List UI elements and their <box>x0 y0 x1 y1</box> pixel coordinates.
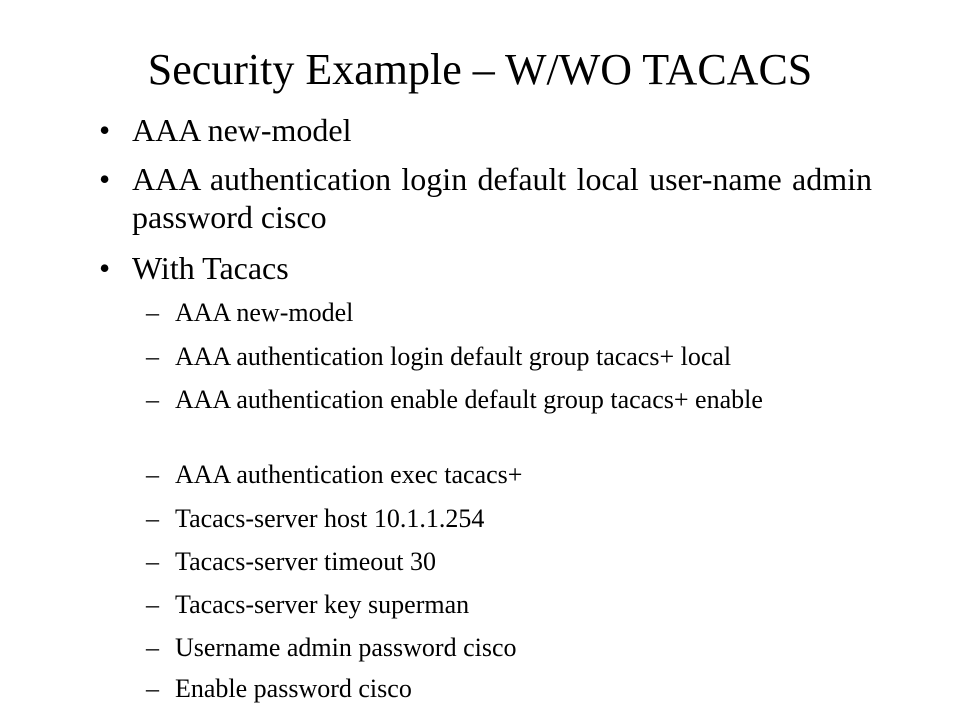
dash-icon: – <box>146 504 159 533</box>
sub-bullet-text: Tacacs-server host 10.1.1.254 <box>175 504 485 533</box>
sub-bullet-text: AAA authentication login default group t… <box>175 342 732 371</box>
dash-icon: – <box>146 385 159 414</box>
sub-bullet-text: AAA new-model <box>175 298 354 327</box>
bullet-icon: • <box>99 161 111 197</box>
dash-icon: – <box>146 590 159 619</box>
dash-icon: – <box>146 298 159 327</box>
sub-bullet-text: AAA authentication enable default group … <box>175 385 763 414</box>
bullet-text: AAA new-model <box>132 112 352 148</box>
bullet-text: AAA authentication login default local u… <box>132 161 872 235</box>
sub-bullet-text: Username admin password cisco <box>175 633 517 662</box>
sub-bullet-text: Tacacs-server key superman <box>175 590 470 619</box>
sub-bullet-text: Tacacs-server timeout 30 <box>175 547 436 576</box>
bullet-icon: • <box>99 112 111 148</box>
bullet-text: With Tacacs <box>132 250 289 286</box>
dash-icon: – <box>146 547 159 576</box>
sub-bullet-text: Enable password cisco <box>175 674 412 703</box>
slide-title: Security Example – W/WO TACACS <box>147 45 813 94</box>
dash-icon: – <box>146 460 159 489</box>
bullet-icon: • <box>99 250 111 286</box>
dash-icon: – <box>146 674 159 703</box>
dash-icon: – <box>146 633 159 662</box>
dash-icon: – <box>146 342 159 371</box>
sub-bullet-text: AAA authentication exec tacacs+ <box>175 460 523 489</box>
